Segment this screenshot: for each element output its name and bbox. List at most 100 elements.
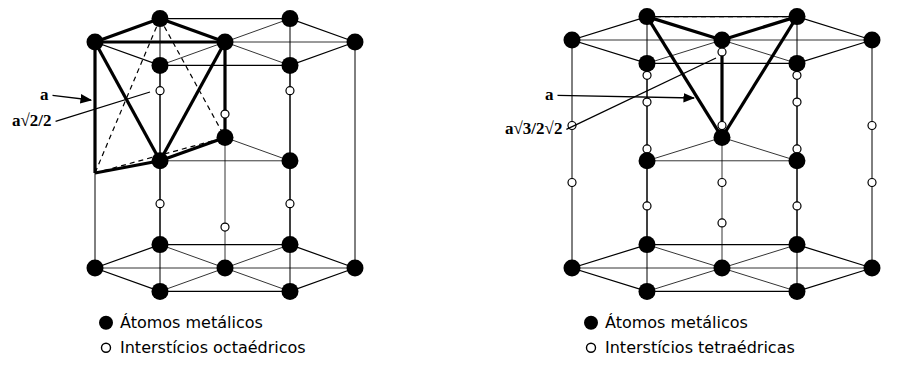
interstitial-site: [868, 122, 876, 130]
polyhedron-edge: [647, 17, 722, 138]
hidden-polyhedron-edge: [160, 19, 225, 138]
leader-line: [566, 58, 716, 129]
dimension-label: a: [545, 86, 554, 105]
metal-atom: [282, 283, 299, 300]
face-spoke: [722, 268, 797, 291]
polyhedron-edge: [95, 42, 160, 161]
polyhedron-edge: [160, 42, 225, 161]
legend-text: Interstícios octaédricos: [120, 339, 306, 357]
polyhedron-edge: [160, 19, 225, 42]
metal-atom: [639, 236, 656, 253]
interstitial-site: [643, 202, 651, 210]
cell-axis: [722, 40, 723, 268]
leader-line: [53, 95, 92, 100]
hidden-polyhedron-edge: [95, 137, 225, 173]
metal-atom: [564, 260, 581, 277]
face-spoke: [722, 40, 797, 63]
metal-atom: [87, 260, 104, 277]
interstitial-site: [718, 48, 726, 56]
interstitial-site: [286, 200, 294, 208]
cell-axis: [225, 42, 226, 268]
face-spoke: [225, 268, 290, 291]
legend-text: Interstícios tetraédricas: [605, 339, 795, 357]
metal-atom: [639, 55, 656, 72]
interstitial-site: [643, 71, 651, 79]
metal-atom: [152, 57, 169, 74]
metal-atom: [789, 8, 806, 25]
interstitial-site: [221, 110, 229, 118]
metal-atom: [639, 152, 656, 169]
hexagon-face: [95, 245, 355, 292]
metal-atom: [714, 260, 731, 277]
metal-atom: [282, 236, 299, 253]
face-spoke: [722, 268, 872, 269]
dimension-label: a√3/2√2: [505, 120, 562, 139]
metal-atom: [564, 32, 581, 49]
interstitial-site: [568, 179, 576, 187]
face-spoke: [722, 245, 797, 268]
metal-atom: [281, 152, 298, 169]
legend-text: Átomos metálicos: [605, 314, 748, 332]
interstitial-site: [793, 145, 801, 153]
metal-atom: [282, 10, 299, 27]
cell-edge: [290, 19, 291, 245]
hidden-polyhedron-edge: [647, 16, 797, 17]
polyhedron-edge: [722, 17, 797, 138]
metal-atom: [864, 32, 881, 49]
face-spoke: [95, 42, 225, 43]
polyhedron-edge: [95, 19, 160, 42]
metal-atom: [639, 283, 656, 300]
metal-atom: [347, 260, 364, 277]
metal-atom: [87, 34, 104, 51]
metal-atom: [789, 236, 806, 253]
face-spoke: [572, 268, 722, 269]
dimension-label: a√2/2: [12, 112, 52, 131]
interstitial-site: [286, 87, 294, 95]
cell-edge: [160, 19, 161, 245]
face-spoke: [225, 42, 355, 43]
legend-site-symbol: [102, 343, 111, 352]
interstitial-site: [718, 219, 726, 227]
face-spoke: [572, 40, 722, 41]
metal-atom: [789, 55, 806, 72]
polyhedron-edge: [95, 40, 225, 43]
face-spoke: [722, 40, 872, 41]
metal-atom: [217, 129, 234, 146]
hcp-cell-tetrahedral: [564, 8, 881, 300]
hexagon-face: [572, 245, 872, 292]
metal-atom: [788, 152, 805, 169]
interstitial-site: [793, 71, 801, 79]
cell-edge: [572, 40, 573, 268]
metal-atom: [282, 57, 299, 74]
metal-atom: [864, 260, 881, 277]
interstitial-site: [718, 122, 726, 130]
hcp-cell-octahedral: [87, 10, 364, 300]
metal-atom: [639, 8, 656, 25]
metal-atom: [347, 34, 364, 51]
face-spoke: [160, 268, 225, 291]
face-spoke: [160, 245, 225, 268]
interstitial-site: [156, 87, 164, 95]
interstitial-site: [221, 223, 229, 231]
polyhedron-edge: [223, 42, 226, 137]
face-spoke: [225, 42, 290, 65]
interstitial-site: [643, 98, 651, 106]
metal-atom: [714, 32, 731, 49]
legend-atom-symbol: [99, 316, 113, 330]
leader-line: [558, 95, 695, 98]
interstitial-site: [156, 200, 164, 208]
face-spoke: [647, 245, 722, 268]
interstitial-site: [643, 145, 651, 153]
face-spoke: [160, 19, 225, 42]
metal-atom: [152, 152, 169, 169]
hexagon-face: [572, 17, 872, 64]
metal-atom: [217, 260, 234, 277]
interstitial-site: [718, 179, 726, 187]
dimension-label: a: [40, 86, 49, 105]
polyhedron-edge: [95, 161, 160, 173]
cell-edge: [95, 42, 96, 268]
face-spoke: [225, 19, 290, 42]
cell-edge: [355, 42, 356, 268]
leader-line: [56, 92, 150, 121]
